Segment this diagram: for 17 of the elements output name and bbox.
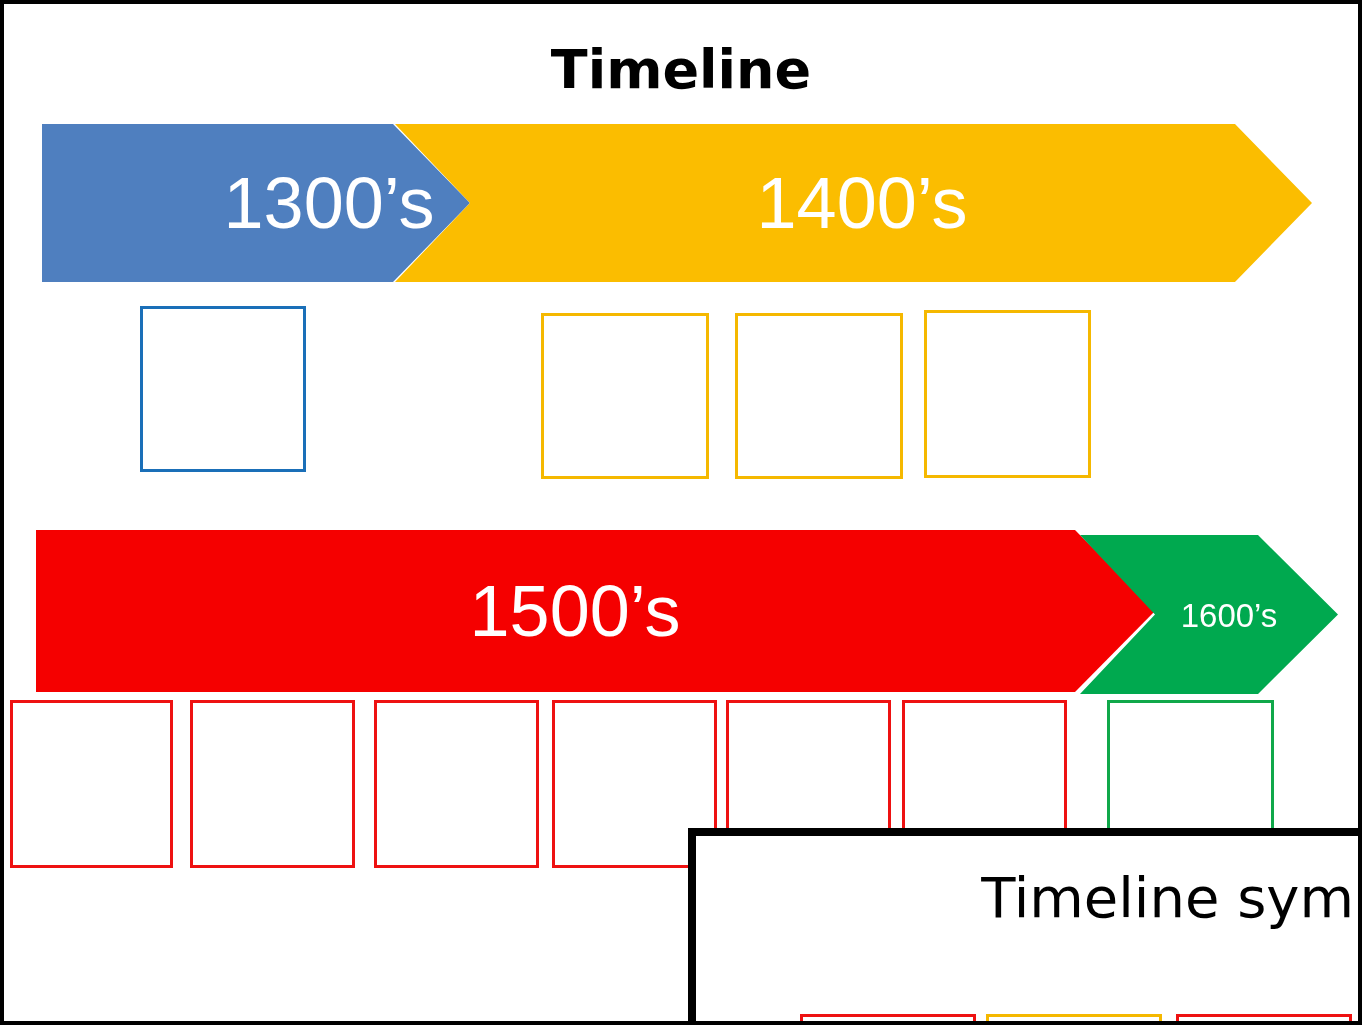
empty-box — [541, 313, 709, 479]
period-label: 1400’s — [756, 167, 968, 239]
worksheet-page — [688, 828, 1358, 1021]
empty-box — [10, 700, 173, 868]
empty-box — [924, 310, 1091, 478]
period-banner — [42, 124, 470, 282]
empty-box — [140, 306, 306, 472]
page-heading: Timeline sym — [981, 864, 1354, 932]
period-banner — [36, 530, 1155, 692]
title: Timeline — [549, 38, 813, 101]
empty-box — [190, 700, 355, 868]
empty-box — [735, 313, 903, 479]
empty-box — [374, 700, 539, 868]
period-banner — [1080, 535, 1338, 694]
period-label: 1600’s — [1180, 598, 1278, 631]
period-label: 1300’s — [223, 167, 435, 239]
period-label: 1500’s — [469, 575, 681, 647]
